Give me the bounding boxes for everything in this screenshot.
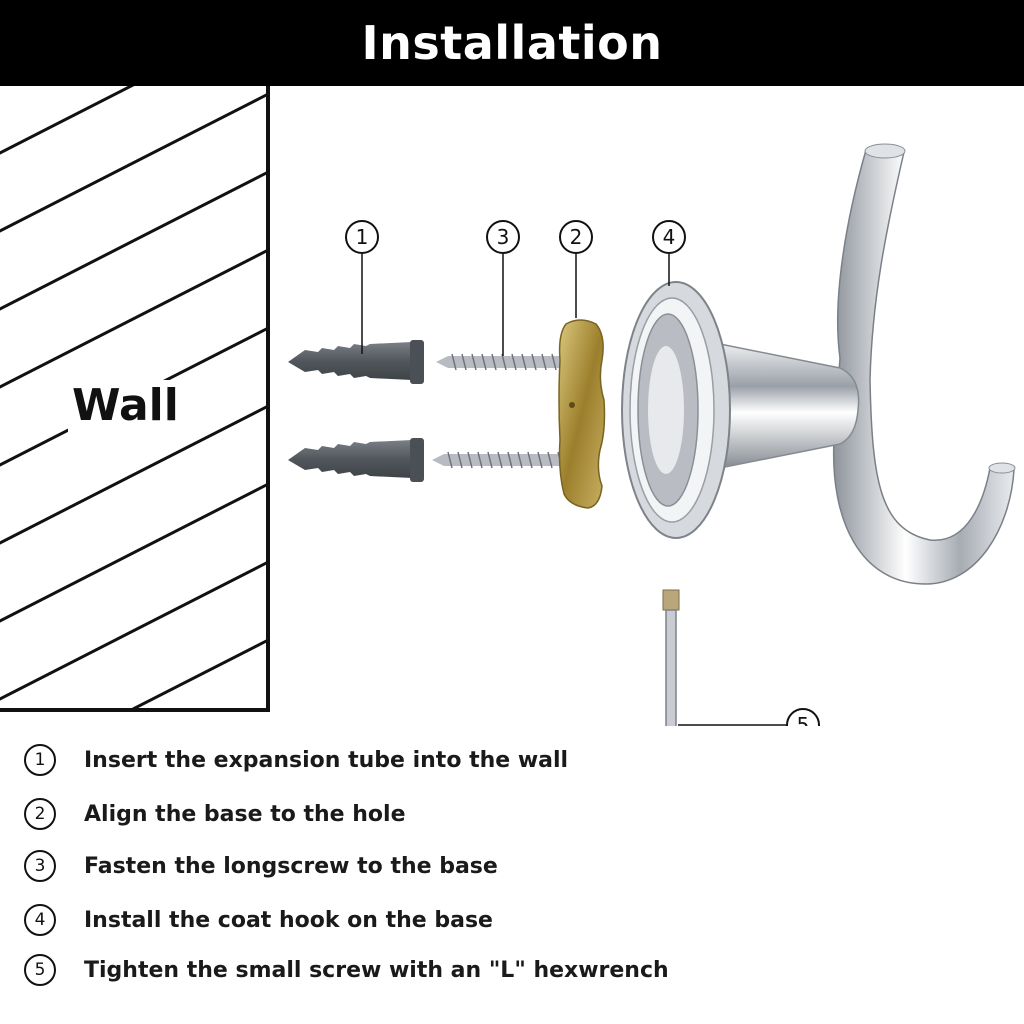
marker-3: 3 <box>486 220 520 254</box>
svg-text:5: 5 <box>797 713 810 726</box>
instruction-step: 1 Insert the expansion tube into the wal… <box>24 742 568 778</box>
header-bar: Installation <box>0 0 1024 86</box>
svg-text:2: 2 <box>570 225 583 249</box>
instruction-step: 4 Install the coat hook on the base <box>24 902 493 938</box>
wall-hatch <box>0 86 268 710</box>
page-title: Installation <box>361 16 663 70</box>
step-number: 5 <box>24 954 56 986</box>
long-screw-icon <box>432 451 566 469</box>
marker-1: 1 <box>345 220 379 254</box>
wall-label: Wall <box>68 380 183 432</box>
step-text: Install the coat hook on the base <box>84 907 493 933</box>
svg-text:1: 1 <box>356 225 369 249</box>
step-text: Insert the expansion tube into the wall <box>84 747 569 773</box>
marker-5: 5 <box>786 708 820 726</box>
svg-text:4: 4 <box>663 225 676 249</box>
long-screw-icon <box>436 353 564 371</box>
coat-hook-icon <box>621 143 1016 585</box>
hex-wrench-icon <box>662 589 680 726</box>
instruction-step: 3 Fasten the longscrew to the base <box>24 848 498 884</box>
installation-diagram: 1 3 2 4 5 <box>0 86 1016 726</box>
instruction-step: 5 Tighten the small screw with an "L" he… <box>24 952 669 988</box>
marker-2: 2 <box>559 220 593 254</box>
instruction-step: 2 Align the base to the hole <box>24 796 406 832</box>
step-number: 4 <box>24 904 56 936</box>
mounting-plate-icon <box>558 319 606 509</box>
expansion-tube-icon <box>288 340 424 384</box>
expansion-tube-icon <box>288 438 424 482</box>
svg-text:3: 3 <box>497 225 510 249</box>
step-text: Align the base to the hole <box>84 801 406 827</box>
step-text: Tighten the small screw with an "L" hexw… <box>84 957 669 983</box>
wall-outline <box>0 86 270 712</box>
step-text: Fasten the longscrew to the base <box>84 853 498 879</box>
step-number: 1 <box>24 744 56 776</box>
marker-4: 4 <box>652 220 686 254</box>
step-number: 2 <box>24 798 56 830</box>
step-number: 3 <box>24 850 56 882</box>
leader-lines <box>361 254 786 726</box>
